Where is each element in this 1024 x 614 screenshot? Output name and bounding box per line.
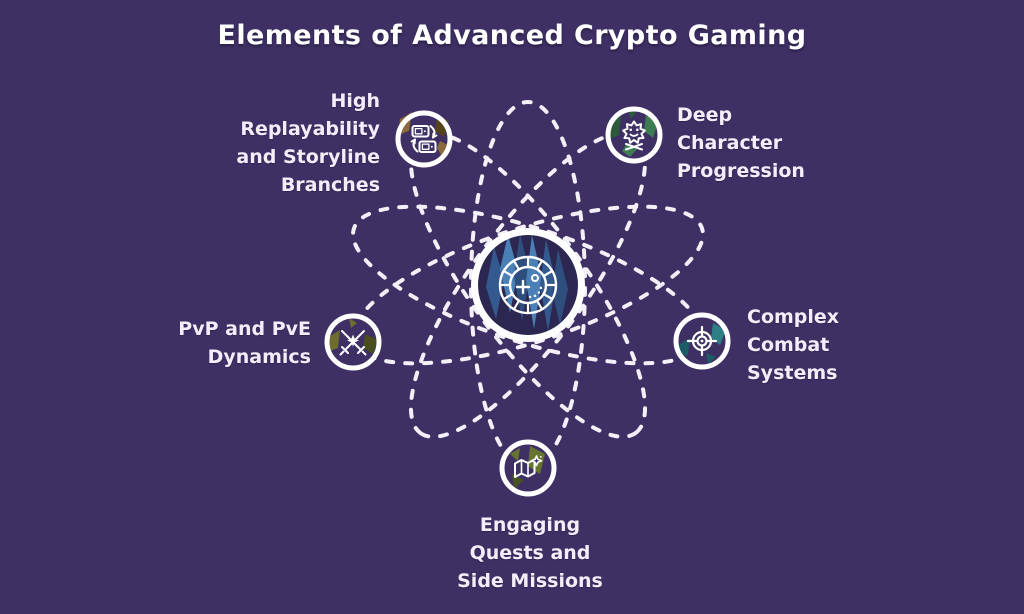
node-high-replayability bbox=[395, 110, 453, 168]
node-accent-shards bbox=[327, 318, 378, 354]
node-ring bbox=[605, 106, 663, 164]
node-label-deep-character-progression: Deep Character Progression bbox=[677, 104, 805, 182]
radar-compass-icon bbox=[498, 255, 558, 315]
node-deep-character-progression bbox=[605, 106, 663, 164]
film-swap-icon bbox=[410, 125, 438, 153]
node-ring bbox=[395, 110, 453, 168]
node-ring bbox=[324, 313, 382, 371]
page-title: Elements of Advanced Crypto Gaming bbox=[217, 20, 807, 51]
node-label-pvp-pve-dynamics: PvP and PvE Dynamics bbox=[178, 318, 311, 368]
hub-ring bbox=[471, 228, 585, 342]
node-engaging-quests bbox=[499, 439, 557, 497]
crossed-swords-icon bbox=[339, 330, 367, 356]
node-pvp-pve-dynamics bbox=[324, 313, 382, 371]
node-complex-combat-systems bbox=[673, 312, 731, 370]
node-label-complex-combat-systems: Complex Combat Systems bbox=[747, 306, 840, 384]
treasure-map-icon bbox=[514, 455, 543, 478]
crosshair-target-icon bbox=[686, 325, 718, 357]
node-label-engaging-quests: Engaging Quests and Side Missions bbox=[457, 514, 603, 592]
center-hub bbox=[471, 228, 585, 342]
monster-icon bbox=[622, 120, 646, 151]
node-ring bbox=[499, 439, 557, 497]
node-ring bbox=[673, 312, 731, 370]
node-label-high-replayability: High Replayability and Storyline Branche… bbox=[236, 90, 380, 196]
